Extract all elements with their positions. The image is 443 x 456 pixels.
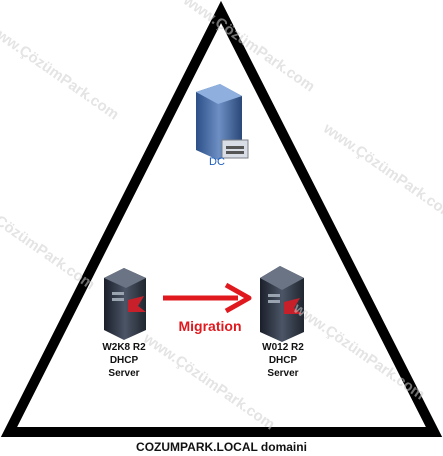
- source-label-line: Server: [108, 368, 140, 379]
- target-label-line: DHCP: [268, 355, 298, 366]
- target-label-line: Server: [267, 368, 299, 379]
- domain-boundary-triangle: [0, 0, 443, 437]
- migration-label: Migration: [178, 318, 242, 334]
- target-label-line: W012 R2: [262, 342, 304, 353]
- source-server-label: W2K8 R2 DHCP Server: [92, 341, 156, 380]
- target-server-label: W012 R2 DHCP Server: [250, 341, 316, 380]
- target-dhcp-server-icon: [260, 266, 304, 342]
- source-dhcp-server-icon: [104, 268, 146, 340]
- domain-caption: COZUMPARK.LOCAL domaini: [136, 440, 307, 454]
- domain-controller-server-icon: [196, 84, 249, 160]
- source-label-line: W2K8 R2: [102, 342, 146, 353]
- dc-label: DC: [209, 156, 225, 168]
- source-label-line: DHCP: [109, 355, 139, 366]
- migration-arrow: [163, 282, 252, 314]
